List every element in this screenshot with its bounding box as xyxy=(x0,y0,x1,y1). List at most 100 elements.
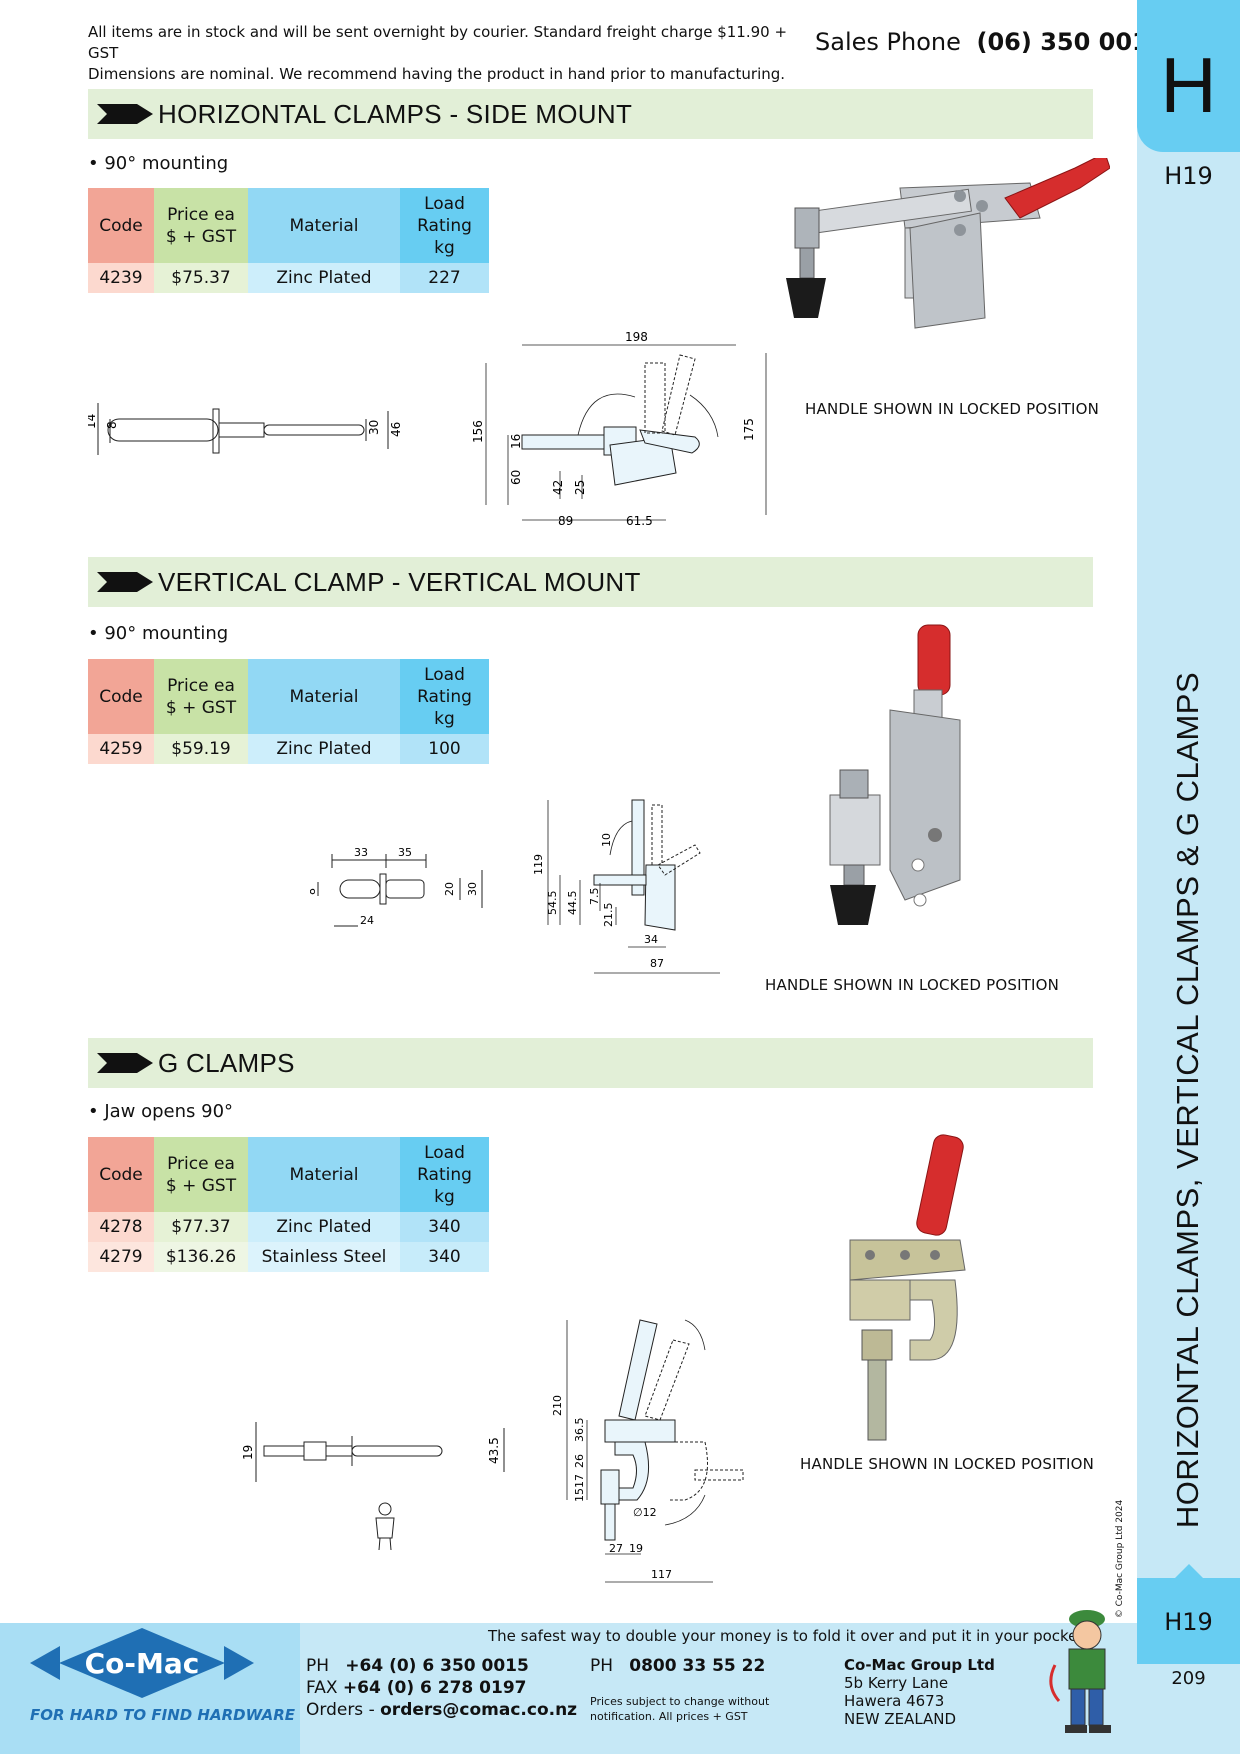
notice-text: All items are in stock and will be sent … xyxy=(88,22,788,85)
company-logo: Co-Mac xyxy=(30,1628,254,1698)
sales-phone-number: (06) 350 0015 xyxy=(976,28,1166,56)
dim-label: 8 xyxy=(310,888,318,895)
sidebar xyxy=(1137,0,1240,1754)
dim-label: 30 xyxy=(466,882,479,896)
cell-code: 4259 xyxy=(88,734,154,764)
dim-label: 33 xyxy=(354,846,368,859)
dim-label: 54.5 xyxy=(546,891,559,916)
vertical-clamp-top-view: 33 35 8 20 30 24 xyxy=(310,846,483,927)
cell-load: 340 xyxy=(400,1212,489,1242)
table-row: 4278 $77.37 Zinc Plated 340 xyxy=(88,1212,489,1242)
cell-code: 4279 xyxy=(88,1242,154,1272)
notice-line-2: Dimensions are nominal. We recommend hav… xyxy=(88,65,786,83)
section-tab: H xyxy=(1137,0,1240,152)
sales-phone-label: Sales Phone xyxy=(815,28,961,56)
section-band-vertical: VERTICAL CLAMP - VERTICAL MOUNT xyxy=(88,557,1093,607)
dim-label: 14 xyxy=(88,414,98,429)
dim-label: 16 xyxy=(509,434,523,449)
dim-label: 119 xyxy=(532,854,545,875)
g-clamp-side-view: 210 36.5 26 17 15 ∅12 27 19 117 xyxy=(551,1319,744,1583)
vertical-clamp-photo xyxy=(829,624,961,925)
section-band-horizontal: HORIZONTAL CLAMPS - SIDE MOUNT xyxy=(88,89,1093,139)
photo-caption: HANDLE SHOWN IN LOCKED POSITION xyxy=(805,400,1100,418)
dim-label: 25 xyxy=(573,480,587,495)
section-letter: H xyxy=(1160,41,1217,129)
page-code-tab xyxy=(1137,1564,1240,1664)
dim-label: 27 xyxy=(609,1542,623,1555)
dim-label: 34 xyxy=(644,933,658,946)
g-clamp-top-view: 19 43.5 xyxy=(241,1422,505,1482)
mascot-icon xyxy=(1049,1610,1111,1733)
col-material-header: Material xyxy=(248,1137,400,1212)
mascot-icon xyxy=(375,1502,395,1551)
footer-phone[interactable]: +64 (0) 6 350 0015 xyxy=(345,1656,529,1676)
footer-freephone-number[interactable]: 0800 33 55 22 xyxy=(629,1656,766,1676)
cell-load: 227 xyxy=(400,263,489,293)
dim-label: 7.5 xyxy=(588,888,601,906)
horizontal-clamp-photo xyxy=(786,158,1110,329)
dim-label: 15 xyxy=(573,1488,586,1502)
section-title: VERTICAL CLAMP - VERTICAL MOUNT xyxy=(158,567,641,597)
col-price-header: Price ea$ + GST xyxy=(154,659,248,734)
section-band-g-clamps: G CLAMPS xyxy=(88,1038,1093,1088)
horizontal-clamp-top-view: 14 8 30 46 xyxy=(88,403,403,455)
sales-phone: Sales Phone (06) 350 0015 xyxy=(815,28,1165,56)
vertical-clamp-side-view: 119 10 54.5 44.5 7.5 21.5 34 87 xyxy=(532,799,720,974)
dim-label: 87 xyxy=(650,957,664,970)
dim-label: 26 xyxy=(573,1454,586,1468)
section-bullet: • 90° mounting xyxy=(88,623,229,644)
arrow-icon xyxy=(97,104,153,124)
dim-label: 24 xyxy=(360,914,374,927)
footer-fax: +64 (0) 6 278 0197 xyxy=(342,1678,527,1698)
footer-motto: The safest way to double your money is t… xyxy=(488,1627,1089,1645)
horizontal-clamp-side-view: 198 175 156 16 60 42 25 89 61.5 xyxy=(471,330,767,528)
cell-material: Zinc Plated xyxy=(248,734,400,764)
cell-material: Zinc Plated xyxy=(248,263,400,293)
section-bullet: • Jaw opens 90° xyxy=(88,1101,234,1122)
dim-label: 10 xyxy=(600,833,613,847)
dim-label: 8 xyxy=(105,421,119,429)
section-title: HORIZONTAL CLAMPS - SIDE MOUNT xyxy=(158,99,633,129)
col-code-header: Code xyxy=(88,188,154,263)
photo-caption: HANDLE SHOWN IN LOCKED POSITION xyxy=(800,1455,1095,1473)
table-row: 4259 $59.19 Zinc Plated 100 xyxy=(88,734,489,764)
page-code-bottom: H19 xyxy=(1164,1608,1213,1636)
company-tagline: FOR HARD TO FIND HARDWARE xyxy=(30,1706,295,1724)
dim-label: 19 xyxy=(241,1445,255,1460)
sidebar-title: HORIZONTAL CLAMPS, VERTICAL CLAMPS & G C… xyxy=(1170,671,1205,1529)
dim-label: 35 xyxy=(398,846,412,859)
cell-price: $77.37 xyxy=(154,1212,248,1242)
footer xyxy=(0,1623,1137,1754)
section-bullet: • 90° mounting xyxy=(88,153,229,174)
col-price-header: Price ea$ + GST xyxy=(154,1137,248,1212)
dim-label: 198 xyxy=(625,330,648,344)
cell-load: 340 xyxy=(400,1242,489,1272)
dim-label: 46 xyxy=(389,422,403,437)
table-row: 4239 $75.37 Zinc Plated 227 xyxy=(88,263,489,293)
dim-label: 44.5 xyxy=(566,891,579,916)
photo-caption: HANDLE SHOWN IN LOCKED POSITION xyxy=(765,976,1060,994)
notice-line-1: All items are in stock and will be sent … xyxy=(88,23,788,62)
footer-freephone: PH 0800 33 55 22 xyxy=(590,1656,766,1676)
dim-label: 19 xyxy=(629,1542,643,1555)
dim-label: 175 xyxy=(742,418,756,441)
footer-orders-email[interactable]: orders@comac.co.nz xyxy=(380,1700,578,1720)
col-code-header: Code xyxy=(88,1137,154,1212)
arrow-icon xyxy=(97,572,153,592)
footer-disclaimer: Prices subject to change without notific… xyxy=(590,1695,770,1723)
dim-label: 36.5 xyxy=(573,1418,586,1443)
table-row: 4279 $136.26 Stainless Steel 340 xyxy=(88,1242,489,1272)
col-price-header: Price ea$ + GST xyxy=(154,188,248,263)
dim-label: 21.5 xyxy=(602,903,615,928)
cell-code: 4239 xyxy=(88,263,154,293)
cell-price: $59.19 xyxy=(154,734,248,764)
page-code-top: H19 xyxy=(1164,162,1213,190)
dim-label: 43.5 xyxy=(487,1437,501,1464)
dim-label: 20 xyxy=(443,882,456,896)
g-clamp-photo xyxy=(849,1134,966,1441)
